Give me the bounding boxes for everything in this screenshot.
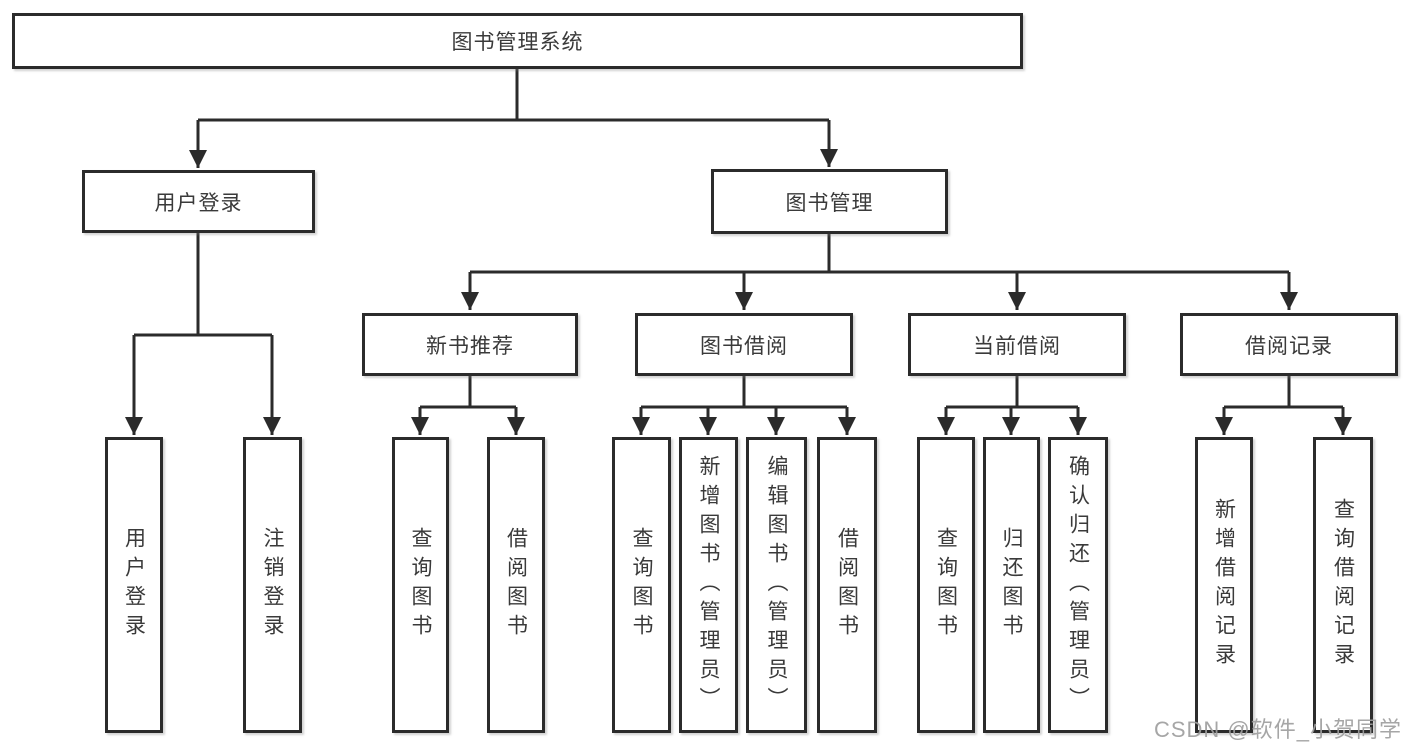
leaf-return-book: 归还图书 [983, 437, 1040, 733]
node-label: 新增图书（管理员） [697, 454, 720, 716]
node-label: 图书管理系统 [451, 31, 584, 54]
node-book-borrow: 图书借阅 [635, 313, 853, 376]
node-label: 归还图书 [1000, 527, 1023, 643]
node-label: 当前借阅 [973, 334, 1061, 358]
leaf-borrow-book: 借阅图书 [817, 437, 877, 733]
node-user-login: 用户登录 [82, 170, 315, 233]
node-label: 查询图书 [934, 527, 958, 643]
leaf-edit-book-admin: 编辑图书（管理员） [746, 437, 807, 733]
leaf-query-book-recommend: 查询图书 [392, 437, 449, 733]
node-label: 用户登录 [122, 527, 146, 643]
leaf-query-book-borrow: 查询图书 [612, 437, 671, 733]
node-label: 注销登录 [261, 527, 284, 643]
node-root-system: 图书管理系统 [12, 13, 1023, 69]
node-label: 查询图书 [409, 527, 432, 643]
node-label: 新书推荐 [426, 334, 514, 358]
node-label: 借阅记录 [1245, 334, 1333, 358]
node-label: 图书管理 [785, 191, 874, 215]
node-label: 查询借阅记录 [1331, 498, 1355, 672]
node-label: 图书借阅 [700, 334, 788, 358]
leaf-user-login: 用户登录 [105, 437, 163, 733]
leaf-borrow-book-recommend: 借阅图书 [487, 437, 545, 733]
leaf-query-book-current: 查询图书 [917, 437, 975, 733]
node-label: 借阅图书 [835, 527, 859, 643]
leaf-add-borrow-record: 新增借阅记录 [1195, 437, 1253, 733]
node-label: 编辑图书（管理员） [765, 454, 788, 716]
node-label: 借阅图书 [504, 527, 528, 643]
leaf-query-borrow-record: 查询借阅记录 [1313, 437, 1373, 733]
node-label: 新增借阅记录 [1212, 498, 1236, 672]
node-borrow-records: 借阅记录 [1180, 313, 1398, 376]
node-new-book-recommend: 新书推荐 [362, 313, 578, 376]
node-current-borrow: 当前借阅 [908, 313, 1126, 376]
leaf-add-book-admin: 新增图书（管理员） [679, 437, 738, 733]
leaf-confirm-return-admin: 确认归还（管理员） [1048, 437, 1108, 733]
node-label: 查询图书 [630, 527, 653, 643]
node-book-management: 图书管理 [711, 169, 948, 234]
node-label: 用户登录 [154, 191, 243, 215]
leaf-logout-login: 注销登录 [243, 437, 302, 733]
csdn-watermark: CSDN @软件_小贺同学 [1153, 717, 1402, 742]
node-label: 确认归还（管理员） [1066, 454, 1090, 716]
